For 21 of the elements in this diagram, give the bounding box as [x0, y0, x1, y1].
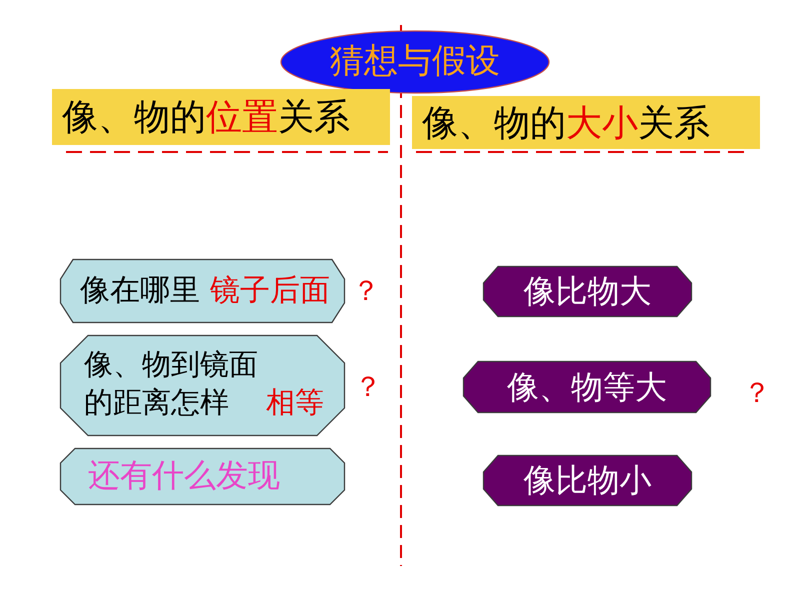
heading-band [412, 96, 760, 149]
question-mark: ？ [352, 274, 380, 308]
octagon-box [483, 455, 692, 506]
octagon-box [60, 335, 345, 436]
octagon-box [463, 361, 711, 413]
box-text: 像、物到镜面的距离怎样 [84, 348, 259, 421]
answer-text: 镜子后面 [210, 273, 330, 309]
octagon-box [483, 266, 692, 317]
box-text: 像、物等大 [507, 368, 667, 406]
title-text: 猜想与假设 [330, 41, 500, 82]
question-mark: ？ [743, 376, 771, 410]
heading-band [52, 89, 390, 145]
title-ellipse [280, 30, 550, 94]
box-text: 像比物大 [524, 272, 652, 310]
box-text: 像在哪里 [80, 273, 200, 309]
box-text: 还有什么发现 [88, 456, 280, 494]
answer-text: 相等 [266, 386, 324, 421]
question-mark: ？ [354, 370, 382, 404]
box-text: 像比物小 [524, 461, 652, 500]
band-heading: 像、物的位置关系 [62, 95, 350, 138]
band-heading: 像、物的大小关系 [422, 101, 710, 144]
